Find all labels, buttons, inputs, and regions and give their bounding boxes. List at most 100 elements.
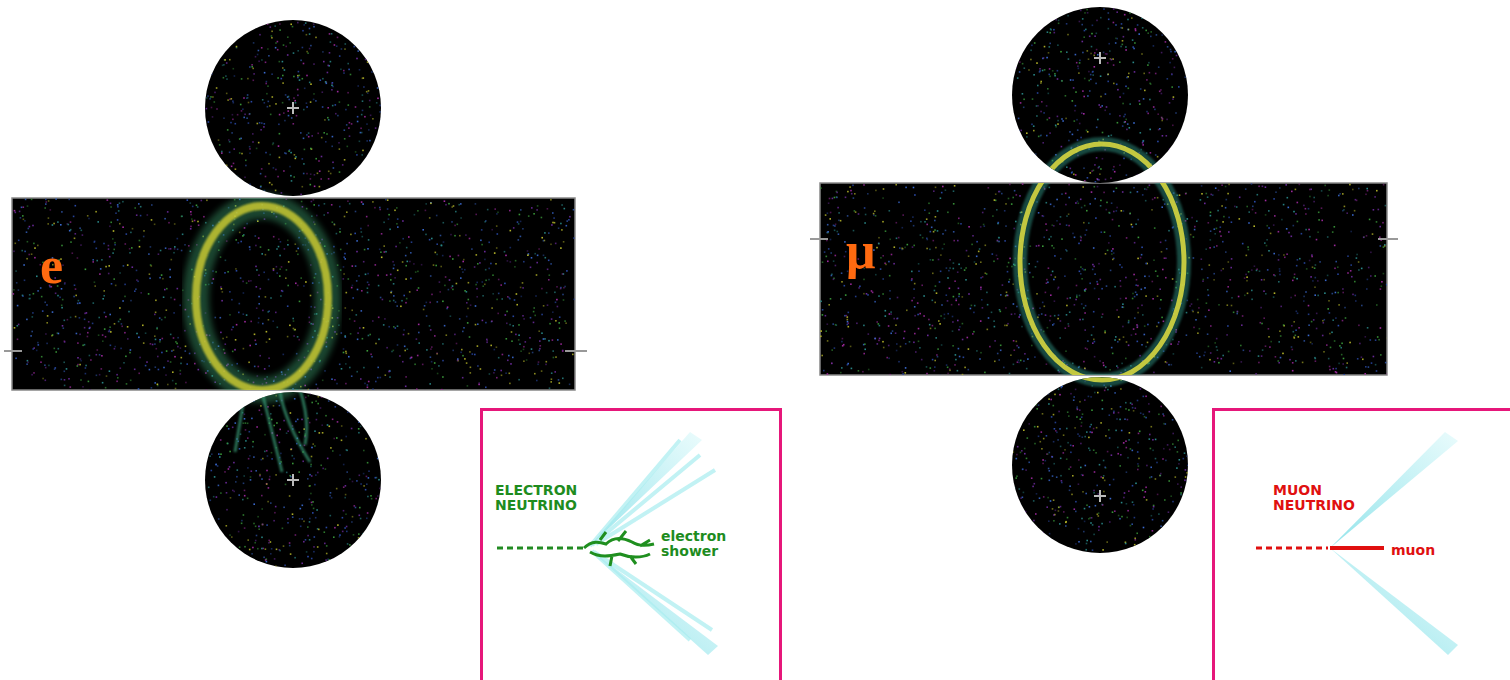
hit-dot [362, 110, 364, 112]
hit-dot [430, 329, 432, 331]
hit-dot [339, 148, 341, 150]
hit-dot [544, 240, 546, 242]
hit-dot [154, 343, 156, 345]
hit-dot [343, 25, 345, 27]
hit-dot [211, 73, 213, 75]
hit-dot [397, 270, 399, 272]
hit-dot [26, 363, 28, 365]
hit-dot [352, 285, 354, 287]
hit-dot [533, 311, 535, 313]
hit-dot [66, 368, 68, 370]
hit-dot [15, 270, 17, 272]
hit-dot [452, 258, 454, 260]
hit-dot [493, 372, 495, 374]
hit-dot [348, 278, 350, 280]
hit-dot [214, 190, 216, 192]
hit-dot [506, 311, 508, 313]
hit-dot [548, 260, 550, 262]
hit-dot [70, 317, 72, 319]
hit-dot [265, 152, 267, 154]
hit-dot [243, 292, 245, 294]
hit-dot [70, 229, 72, 231]
hit-dot [357, 85, 359, 87]
hit-dot [344, 258, 346, 260]
hit-dot [229, 152, 231, 154]
hit-dot [396, 207, 398, 209]
hit-dot [279, 133, 281, 135]
hit-dot [203, 216, 205, 218]
hit-dot [126, 233, 128, 235]
hit-dot [505, 255, 507, 257]
hit-dot [418, 342, 420, 344]
hit-dot [241, 110, 243, 112]
hit-dot [431, 368, 433, 370]
hit-dot [317, 133, 319, 135]
hit-dot [269, 338, 271, 340]
hit-dot [460, 217, 462, 219]
hit-dot [52, 311, 54, 313]
hit-dot [348, 69, 350, 71]
hit-dot [560, 287, 562, 289]
hit-dot [247, 97, 249, 99]
hit-dot [105, 316, 107, 318]
hit-dot [445, 204, 447, 206]
hit-dot [379, 249, 381, 251]
hit-dot [541, 288, 543, 290]
hit-dot [356, 251, 358, 253]
hit-dot [310, 295, 312, 297]
hit-dot [295, 421, 297, 423]
hit-dot [309, 422, 311, 424]
hit-dot [505, 314, 507, 316]
hit-dot [295, 243, 297, 245]
hit-dot [477, 263, 479, 265]
hit-dot [334, 379, 336, 381]
hit-dot [258, 322, 260, 324]
hit-dot [354, 320, 356, 322]
hit-dot [304, 149, 306, 151]
hit-dot [328, 171, 330, 173]
hit-dot [127, 338, 129, 340]
hit-dot [279, 157, 281, 159]
hit-dot [414, 214, 416, 216]
hit-dot [439, 281, 441, 283]
hit-dot [334, 44, 336, 46]
hit-dot [465, 234, 467, 236]
hit-dot [256, 535, 258, 537]
hit-dot [361, 201, 363, 203]
hit-dot [219, 144, 221, 146]
hit-dot [87, 336, 89, 338]
hit-dot [93, 302, 95, 304]
hit-dot [211, 107, 213, 109]
hit-dot [196, 205, 198, 207]
hit-dot [319, 170, 321, 172]
hit-dot [79, 227, 81, 229]
hit-dot [484, 284, 486, 286]
hit-dot [459, 266, 461, 268]
hit-dot [27, 360, 29, 362]
hit-dot [139, 240, 141, 242]
hit-dot [310, 306, 312, 308]
hit-dot [343, 348, 345, 350]
hit-dot [23, 264, 25, 266]
hit-dot [331, 83, 333, 85]
hit-dot [279, 61, 281, 63]
hit-dot [164, 317, 166, 319]
hit-dot [284, 69, 286, 71]
hit-dot [484, 221, 486, 223]
hit-dot [359, 141, 361, 143]
hit-dot [429, 302, 431, 304]
hit-dot [470, 367, 472, 369]
hit-dot [260, 129, 262, 131]
hit-dot [492, 293, 494, 295]
hit-dot [333, 536, 335, 538]
hit-dot [343, 273, 345, 275]
hit-dot [321, 156, 323, 158]
hit-dot [295, 102, 297, 104]
hit-dot [259, 355, 261, 357]
hit-dot [501, 375, 503, 377]
hit-dot [284, 152, 286, 154]
hit-dot [347, 200, 349, 202]
hit-dot [430, 356, 432, 358]
hit-dot [448, 289, 450, 291]
hit-dot [214, 172, 216, 174]
